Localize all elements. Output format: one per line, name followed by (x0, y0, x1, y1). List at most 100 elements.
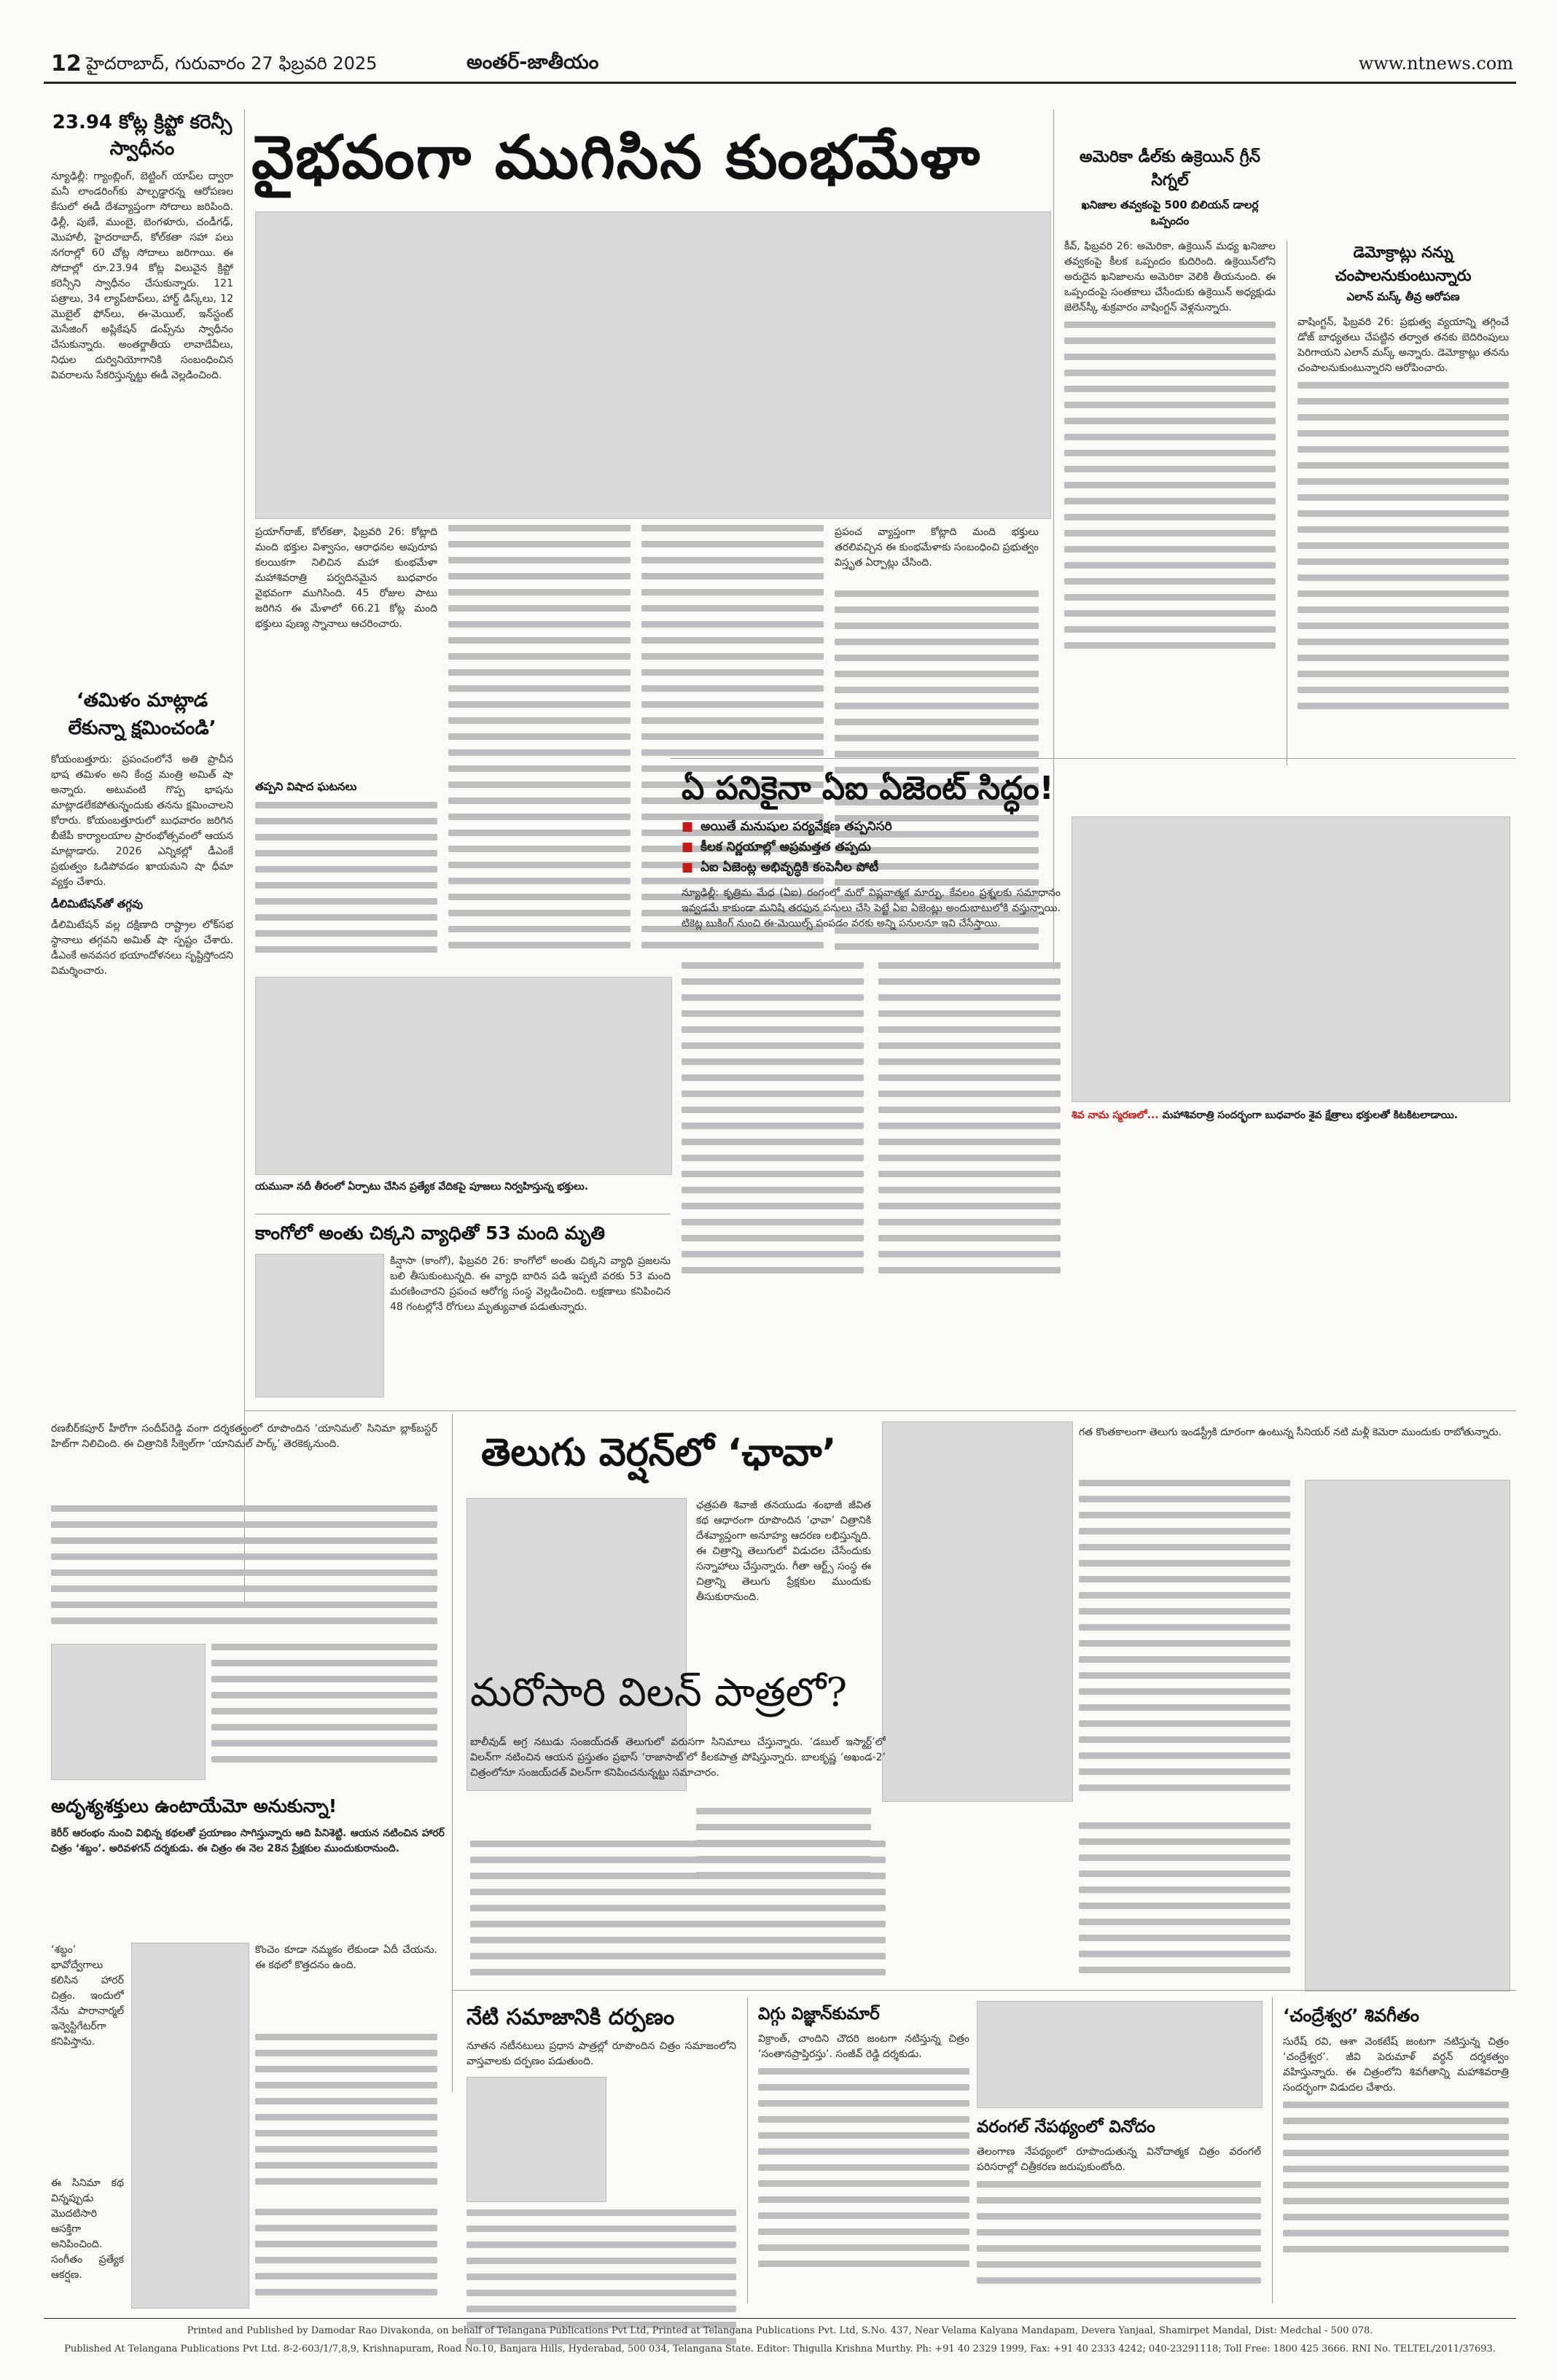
story-body-lines (1064, 321, 1276, 664)
invisible-lead: కెరీర్ ఆరంభం నుంచి విభిన్న కథలతో ప్రయాణం… (51, 1827, 445, 1854)
story-body-lines (1298, 382, 1509, 717)
story-body: తెలంగాణ నేపథ్యంలో రూపొందుతున్న వినోదాత్మ… (977, 2146, 1261, 2173)
villain-body-lines (470, 1841, 886, 1983)
story-body-lines (977, 2181, 1261, 2290)
bottom-mid-photo (977, 2001, 1263, 2108)
story-body: కీవ్, ఫిబ్రవరి 26: అమెరికా, ఉక్రెయిన్ మధ… (1064, 241, 1276, 313)
column-divider (1053, 109, 1054, 969)
ai-agent-headline: ఏ పనికైనా ఏఐ ఏజెంట్ సిద్ధం! (682, 770, 1054, 807)
bottom-mid-substory: వరంగల్ నేపథ్యంలో వినోదం తెలంగాణ నేపథ్యంల… (977, 2114, 1261, 2290)
kumbh-body-col3 (641, 525, 824, 969)
story-headline: విగ్గు విజ్ఞాన్‌కుమార్ (758, 2005, 880, 2024)
shiva-caption: శివ నామ స్మరణలో... మహాశివరాత్రి సందర్భంగ… (1072, 1108, 1509, 1123)
congo-photo (255, 1254, 384, 1397)
bottom-left-story: నేటి సమాజానికి దర్పణం నూతన నటీనటులు ప్రధ… (467, 2001, 736, 2363)
bullet-item: ■అయితే మనుషుల పర్యవేక్షణ తప్పనిసరి (682, 819, 892, 834)
footer-rule (44, 2318, 1516, 2319)
story-headline: డెమోక్రాట్లు నన్ను చంపాలనుకుంటున్నారు (1335, 243, 1472, 284)
kumbh-photo (255, 211, 1051, 519)
congo-headline: కాంగోలో అంతు చిక్కని వ్యాధితో 53 మంది మృ… (255, 1222, 605, 1244)
villain-body: బాలీవుడ్ అగ్ర నటుడు సంజయ్‌దత్ తెలుగులో వ… (470, 1736, 886, 1779)
kumbh-body-col4 (835, 590, 1039, 969)
bullet-item: ■ఏఐ ఏజెంట్ల అభివృద్ధికి కంపెనీల పోటీ (682, 860, 879, 875)
story-headline: అమెరికా డీల్‌కు ఉక్రెయిన్ గ్రీన్ సిగ్నల్ (1080, 148, 1260, 190)
column-divider (747, 1997, 748, 2303)
kumbh-story-lead: ప్రయాగ్‌రాజ్, కోల్‌కతా, ఫిబ్రవరి 26: కోట… (255, 526, 437, 630)
story-body: విక్రాంత్, చాందిని చౌదరి జంటగా నటిస్తున్… (758, 2033, 969, 2060)
imprint-line-1: Printed and Published by Damodar Rao Div… (187, 2325, 1373, 2336)
kumbh-subhead: తప్పని విషాద ఘటనలు (255, 780, 357, 793)
kumbh-headline: వైభవంగా ముగిసిన కుంభమేళా (251, 123, 982, 192)
website[interactable]: www.ntnews.com (1358, 53, 1513, 74)
kumbh-story-right: ప్రపంచ వ్యాప్తంగా కోట్లాది మంది భక్తులు … (835, 526, 1039, 569)
column-divider (244, 109, 245, 1604)
invisible-body-b: కొంచెం కూడా నమ్మకం లేకుండా ఏదీ చేయను. ఈ … (255, 1944, 437, 1971)
left-column: 23.94 కోట్ల క్రిప్టో కరెన్సీ స్వాధీనం న్… (51, 109, 233, 1655)
imprint-line-2: Published At Telangana Publications Pvt … (64, 2344, 1496, 2354)
actress-photo (1305, 1480, 1510, 1991)
yamuna-caption: యమునా నదీ తీరంలో ఏర్పాటు చేసిన ప్రత్యేక … (255, 1181, 589, 1193)
bottom-left-photo (467, 2077, 606, 2202)
section-divider (452, 1990, 1516, 1991)
story-headline: నేటి సమాజానికి దర్పణం (467, 2005, 675, 2030)
story-headline: ‘చంద్రేశ్వర’ శివగీతం (1283, 2005, 1419, 2026)
story-body: నూతన నటీనటులు ప్రధాన పాత్రల్లో రూపొందిన … (467, 2040, 736, 2067)
page-number: 12 (51, 51, 82, 77)
column-divider (1272, 1997, 1273, 2303)
ai-agent-photo (1072, 816, 1510, 1102)
brief-headline: 23.94 కోట్ల క్రిప్టో కరెన్సీ స్వాధీనం (52, 112, 233, 160)
invisible-body-lines (255, 2034, 437, 2201)
brief-headline: ‘తమిళం మాట్లాడ లేకున్నా క్షమించండి’ (68, 690, 216, 739)
chhaava-body: ఛత్రపతి శివాజీ తనయుడు శంభాజీ జీవిత కథ ఆధ… (696, 1499, 871, 1603)
invisible-photo (131, 1943, 249, 2309)
kumbh-body-col1 (255, 802, 437, 962)
bottom-mid-story: విగ్గు విజ్ఞాన్‌కుమార్ విక్రాంత్, చాందిన… (758, 2001, 969, 2287)
democrats-story: డెమోక్రాట్లు నన్ను చంపాలనుకుంటున్నారు ఎల… (1298, 241, 1509, 717)
right-body-lines (1079, 1480, 1290, 1808)
invisible-body-a: ‘శబ్దం’ భావోద్వేగాలు కలిసిన హారర్ చిత్రం… (51, 1944, 124, 2048)
bottom-right-story: ‘చంద్రేశ్వర’ శివగీతం సురేష్ రవి, ఆశా వెం… (1283, 2001, 1509, 2269)
ai-agent-body-col2 (878, 962, 1061, 1283)
ai-agent-bullets: ■అయితే మనుషుల పర్యవేక్షణ తప్పనిసరి ■కీలక… (682, 816, 1061, 878)
invisible-body-lines-2 (255, 2209, 437, 2318)
caption-text: మహాశివరాత్రి సందర్భంగా బుధవారం శైవ క్షేత… (1162, 1109, 1459, 1121)
chhaava-headline: తెలుగు వెర్షన్‌లో ‘ఛావా’ (481, 1431, 837, 1475)
story-headline: వరంగల్ నేపథ్యంలో వినోదం (977, 2118, 1155, 2137)
chhaava-photo (467, 1498, 687, 1791)
bullet-item: ■కీలక నిర్ణయాల్లో అప్రమత్తత తప్పదు (682, 840, 871, 854)
sandeep-body-lines-2 (211, 1644, 437, 1779)
story-body-lines (758, 2068, 969, 2287)
story-body-lines (467, 2209, 736, 2363)
caption-head: శివ నామ స్మరణలో... (1072, 1109, 1159, 1121)
villain-right-body: గత కొంతకాలంగా తెలుగు ఇండస్ట్రీకి దూరంగా … (1079, 1427, 1502, 1438)
date-line: హైదరాబాద్, గురువారం 27 ఫిబ్రవరి 2025 (86, 53, 378, 74)
brief-subheadline: డీలిమిటేషన్‌తో తగ్గవు (51, 897, 144, 910)
masthead-rule (44, 82, 1516, 84)
ai-agent-body: న్యూఢిల్లీ: కృత్రిమ మేధ (ఏఐ) రంగంలో మరో … (682, 887, 1061, 929)
us-ukraine-story: అమెరికా డీల్‌కు ఉక్రెయిన్ గ్రీన్ సిగ్నల్… (1064, 146, 1276, 664)
villain-right-photo (882, 1421, 1073, 1802)
story-body: వాషింగ్టన్, ఫిబ్రవరి 26: ప్రభుత్వ వ్యయాన… (1298, 316, 1509, 374)
sandeep-body-lines (51, 1505, 437, 1636)
ai-agent-body-col1 (682, 962, 864, 1283)
brief-body: డీలిమిటేషన్ వల్ల దక్షిణాది రాష్ట్రాల లోక… (51, 919, 233, 977)
sandeep-body: రణబీర్‌కపూర్ హీరోగా సందీప్‌రెడ్డి వంగా ద… (51, 1423, 437, 1450)
story-body: సురేష్ రవి, ఆశా వెంకటేష్ జంటగా నటిస్తున్… (1283, 2036, 1509, 2094)
right-body-lines-2 (1079, 1822, 1290, 1983)
invisible-body-c: ఈ సినిమా కథ విన్నప్పుడు మొదటిసారి ఆసక్తి… (51, 2177, 124, 2281)
section-label: అంతర్-జాతీయం (467, 51, 599, 74)
masthead: 12 హైదరాబాద్, గురువారం 27 ఫిబ్రవరి 2025 … (0, 0, 1557, 80)
brief-body: న్యూఢిల్లీ: గ్యాంబ్లింగ్, బెట్టింగ్ యాప్… (51, 171, 233, 381)
story-subheadline: ఖనిజాల తవ్వకంపై 500 బిలియన్ డాలర్ల ఒప్పం… (1081, 198, 1259, 227)
brief-body: కోయంబత్తూరు: ప్రపంచంలోనే అతి ప్రాచీన భాష… (51, 754, 233, 888)
sandeep-photo (51, 1644, 206, 1780)
story-body-lines (1283, 2102, 1509, 2269)
story-subheadline: ఎలాన్ మస్క్ తీవ్ర ఆరోపణ (1346, 290, 1460, 303)
invisible-headline: అదృశ్యశక్తులు ఉంటాయేమో అనుకున్నా! (51, 1795, 337, 1817)
column-divider (452, 1414, 453, 2092)
section-divider (671, 758, 1516, 759)
yamuna-photo (255, 977, 672, 1175)
kumbh-body-col2 (448, 525, 631, 969)
villain-headline: మరోసారి విలన్ పాత్రలో? (470, 1669, 848, 1715)
congo-body: కిన్షాసా (కాంగో), ఫిబ్రవరి 26: కాంగోలో అ… (390, 1255, 671, 1313)
